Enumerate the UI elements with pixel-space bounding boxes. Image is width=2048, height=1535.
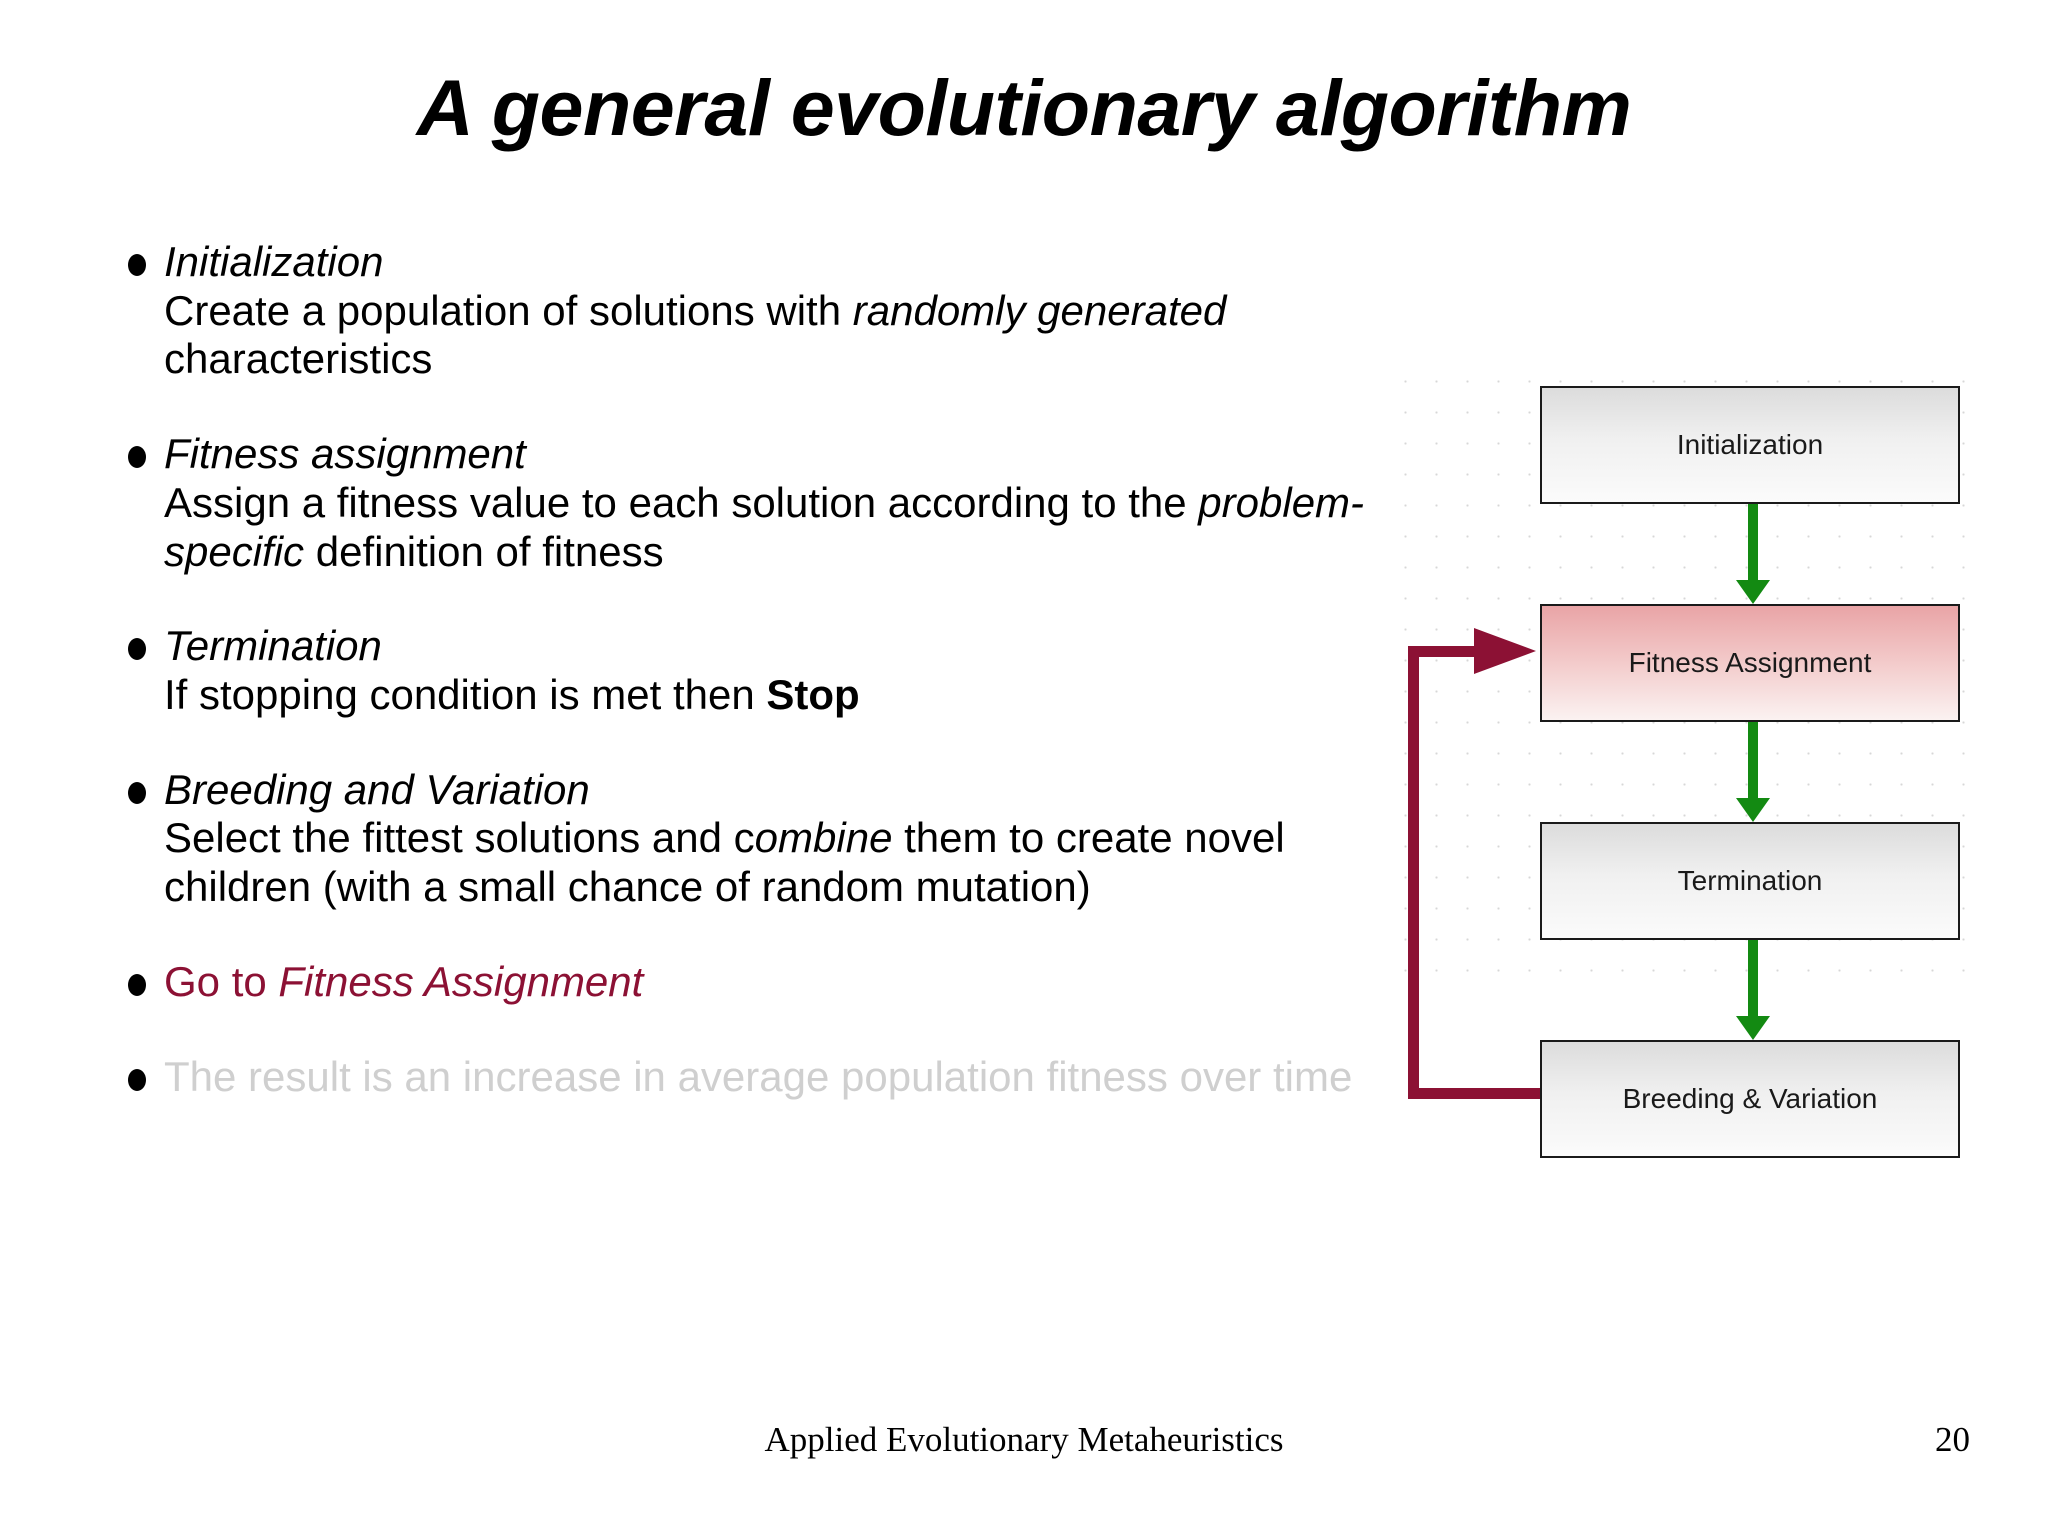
- loop-top-segment: [1408, 646, 1482, 657]
- bullet-body-post: definition of fitness: [304, 527, 664, 575]
- bullet-body-emphasis: ombine: [754, 814, 893, 862]
- flow-arrow-down-1: [1736, 504, 1770, 604]
- bullet-heading: Fitness assignment: [164, 430, 526, 478]
- loop-arrowhead-icon: [1474, 628, 1536, 674]
- result-text: The result is an increase in average pop…: [164, 1052, 1353, 1100]
- bullet-dot-icon: [128, 973, 146, 996]
- bullet-body-pre: If stopping condition is met then: [164, 671, 767, 719]
- bullet-dot-icon: [128, 254, 146, 276]
- loop-bottom-segment: [1408, 1088, 1540, 1099]
- bullet-dot-icon: [128, 446, 146, 469]
- bullet-body-emphasis: randomly generated: [852, 286, 1227, 334]
- flow-node-label: Breeding & Variation: [1622, 1083, 1878, 1114]
- footer-title: Applied Evolutionary Metaheuristics: [764, 1420, 1284, 1459]
- flow-diagram: Initialization Fitness Assignment Termin…: [1390, 366, 1970, 1158]
- bullet-body-pre: Create a population of solutions with: [164, 286, 853, 334]
- list-item-result: The result is an increase in average pop…: [128, 1053, 1428, 1102]
- list-item: Breeding and Variation Select the fittes…: [128, 766, 1428, 912]
- list-item: Fitness assignment Assign a fitness valu…: [128, 430, 1428, 576]
- arrow-head-down-icon: [1736, 580, 1770, 604]
- flow-node-breeding-variation[interactable]: Breeding & Variation: [1540, 1040, 1960, 1158]
- bullet-body-pre: Select the fittest solutions and c: [164, 814, 755, 862]
- flow-node-termination[interactable]: Termination: [1540, 822, 1960, 940]
- bullet-body: Create a population of solutions with ra…: [164, 287, 1428, 384]
- bullet-body-strong: Stop: [766, 671, 860, 719]
- list-item-goto: Go to Fitness Assignment: [128, 958, 1428, 1007]
- goto-target: Fitness Assignment: [278, 957, 644, 1005]
- page-title: A general evolutionary algorithm: [416, 63, 1632, 152]
- arrow-head-down-icon: [1736, 1016, 1770, 1040]
- loop-vertical-segment: [1408, 646, 1419, 1099]
- bullet-body-pre: Assign a fitness value to each solution …: [164, 478, 1199, 526]
- bullet-body-post: them to create novel children (with a sm…: [164, 814, 1285, 911]
- flow-node-label: Termination: [1677, 865, 1823, 896]
- flow-arrow-down-2: [1736, 722, 1770, 822]
- flow-node-label: Fitness Assignment: [1628, 647, 1872, 678]
- flow-node-fitness-assignment[interactable]: Fitness Assignment: [1540, 604, 1960, 722]
- goto-line: Go to Fitness Assignment: [164, 958, 1428, 1007]
- flow-node-initialization[interactable]: Initialization: [1540, 386, 1960, 504]
- flow-arrow-down-3: [1736, 940, 1770, 1040]
- bullet-body: Assign a fitness value to each solution …: [164, 479, 1428, 576]
- goto-prefix: Go to: [164, 957, 279, 1005]
- list-item: Initialization Create a population of so…: [128, 238, 1428, 384]
- bullet-dot-icon: [128, 781, 146, 804]
- bullet-dot-icon: [128, 638, 146, 661]
- bullet-heading: Breeding and Variation: [164, 765, 590, 813]
- bullet-body: If stopping condition is met then Stop: [164, 671, 1428, 720]
- page-number: 20: [1935, 1420, 1970, 1459]
- bullet-body-post: characteristics: [164, 335, 433, 383]
- bullet-heading: Termination: [164, 622, 382, 670]
- bullet-body: Select the fittest solutions and combine…: [164, 814, 1428, 911]
- bullet-list: Initialization Create a population of so…: [128, 238, 1428, 1129]
- bullet-body-emphasis: problem-specific: [164, 478, 1365, 575]
- list-item: Termination If stopping condition is met…: [128, 622, 1428, 719]
- flow-node-label: Initialization: [1676, 429, 1824, 460]
- arrow-head-down-icon: [1736, 798, 1770, 822]
- bullet-heading: Initialization: [164, 238, 384, 285]
- bullet-dot-icon: [128, 1068, 146, 1091]
- feedback-loop-arrow: [1408, 628, 1540, 1099]
